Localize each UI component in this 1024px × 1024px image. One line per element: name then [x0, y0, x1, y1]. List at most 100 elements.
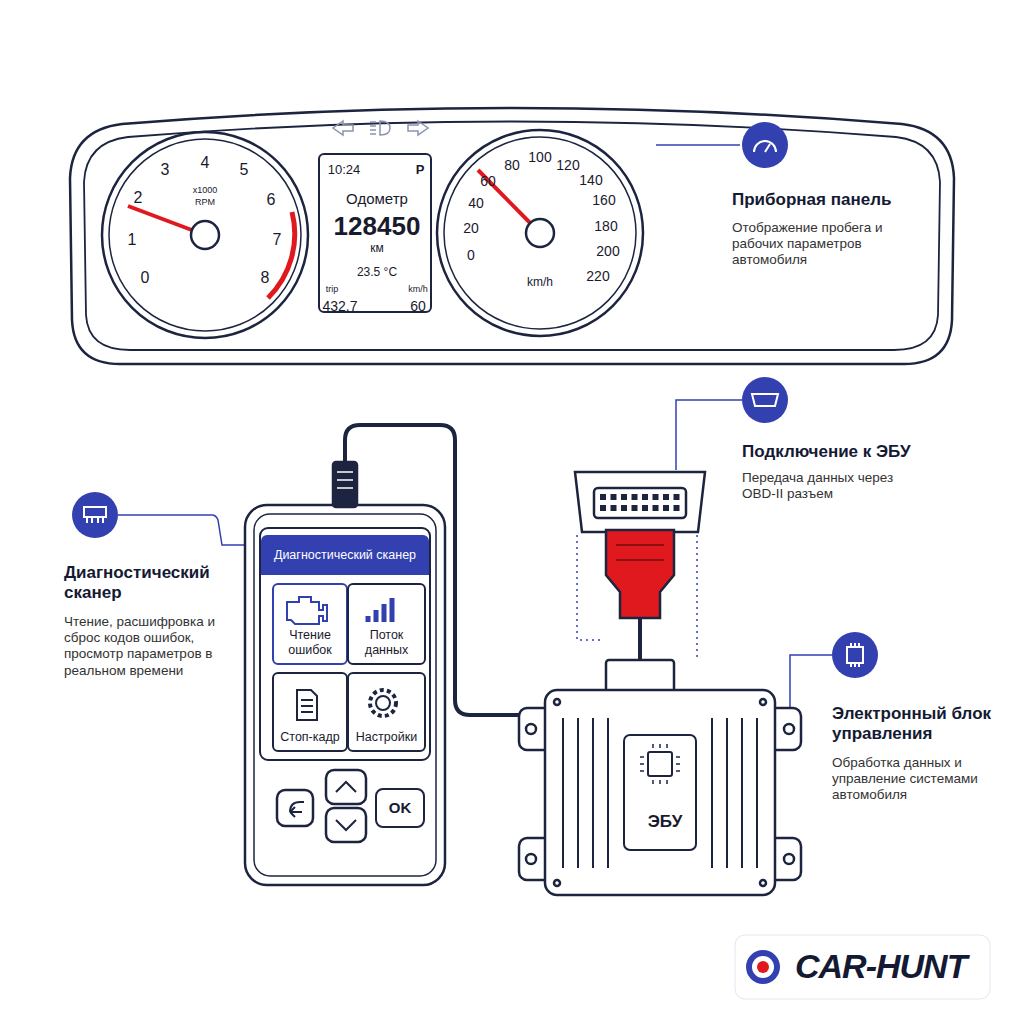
dial-number: 40 [468, 195, 484, 212]
art-rect [653, 505, 659, 511]
dial-number: 3 [161, 160, 170, 179]
art-circle [757, 961, 769, 973]
art-path [336, 820, 356, 830]
logo [735, 935, 990, 999]
art-circle [832, 632, 878, 678]
art-rect [606, 660, 674, 692]
obd-connector [575, 472, 705, 692]
art-circle [760, 699, 766, 705]
art-path [696, 535, 698, 660]
art-rect [600, 494, 606, 500]
art-path [370, 121, 390, 135]
art-circle [554, 699, 560, 705]
art-path [268, 212, 295, 298]
node-text: 60 [410, 298, 426, 315]
art-path [606, 530, 674, 618]
callout-title: Подключение к ЭБУ [742, 442, 972, 462]
art-path [640, 744, 680, 784]
art-rect [260, 528, 430, 760]
node-text: trip [326, 284, 339, 295]
art-circle [554, 880, 560, 886]
callout-title: Диагностический сканер [64, 563, 224, 604]
art-circle [526, 219, 554, 247]
menu-tile: Стоп-кадр [272, 672, 348, 752]
art-path [408, 121, 428, 135]
node-text: Диагностический сканер [261, 535, 429, 575]
art-path [70, 108, 954, 364]
art-g [600, 494, 680, 511]
art-circle [760, 880, 766, 886]
node-text: Настройки [349, 730, 424, 745]
art-path [775, 708, 801, 880]
art-path [84, 507, 106, 523]
callout-text: Обработка данных и управление системами … [832, 755, 1002, 804]
dial-number: 220 [586, 268, 609, 285]
art-rect [642, 505, 648, 511]
art-line [616, 544, 664, 546]
art-circle [191, 221, 219, 249]
art-circle [526, 854, 536, 864]
art-path [84, 122, 940, 351]
dial-number: 0 [141, 268, 150, 287]
art-line [711, 718, 713, 868]
art-rect [735, 935, 990, 999]
node-text: Стоп-кадр [274, 730, 346, 745]
dial-number: 60 [480, 173, 496, 190]
callout-title: Приборная панель [732, 190, 962, 210]
dial-number: 120 [556, 157, 579, 174]
node-text: ЭБУ [545, 812, 785, 832]
dial-number: 180 [594, 218, 617, 235]
dial-number: x1000 [193, 185, 218, 196]
art-circle [102, 132, 308, 338]
art-circle [444, 137, 636, 329]
dial-number: 2 [134, 188, 143, 207]
art-line [616, 559, 664, 561]
art-rect [326, 770, 366, 804]
node-text: 10:24 [328, 162, 361, 178]
art-rect [326, 808, 366, 842]
art-rect [632, 494, 638, 500]
art-rect [648, 752, 672, 776]
art-circle [742, 122, 788, 168]
art-path [118, 515, 245, 545]
dial-number: 5 [240, 160, 249, 179]
art-rect [624, 735, 696, 850]
art-path [752, 394, 778, 406]
art-path [519, 708, 545, 880]
node-text: 23.5 °C [357, 265, 397, 279]
art-path [676, 400, 742, 470]
art-path [333, 121, 353, 135]
art-rect [674, 505, 680, 511]
node-text: 432.7 [322, 298, 357, 315]
art-line [337, 487, 353, 489]
ecu-housing [519, 690, 801, 895]
odometer-display: 10:24 P Одометр 128450км 23.5 °C trip 432.7 km/… [318, 153, 432, 313]
logo-text: CAR-HUNT [795, 946, 966, 987]
node-text: Одометр [346, 190, 408, 208]
art-rect [632, 505, 638, 511]
ecu-box: ЭБУ [545, 690, 785, 895]
node-text: Чтение ошибок [274, 628, 346, 658]
menu-tile: Настройки [347, 672, 426, 752]
art-circle [376, 696, 390, 710]
dial-number: 100 [528, 149, 551, 166]
art-circle [437, 130, 643, 336]
art-rect [642, 494, 648, 500]
art-path [368, 598, 392, 622]
menu-tile: Поток данных [347, 583, 426, 665]
art-rect [594, 488, 686, 518]
art-circle [752, 956, 774, 978]
art-rect [621, 494, 627, 500]
node-text: P [416, 162, 425, 178]
art-circle [746, 950, 780, 984]
ok-button: OK [375, 788, 425, 828]
node-text: km/h [408, 284, 428, 295]
dial-number: RPM [195, 197, 215, 208]
node-text: 128450 [334, 211, 421, 242]
node-text: км [370, 241, 384, 255]
art-rect [545, 690, 775, 895]
dial-number: 80 [504, 157, 520, 174]
dial-number: 1 [128, 230, 137, 249]
art-rect [245, 505, 445, 885]
